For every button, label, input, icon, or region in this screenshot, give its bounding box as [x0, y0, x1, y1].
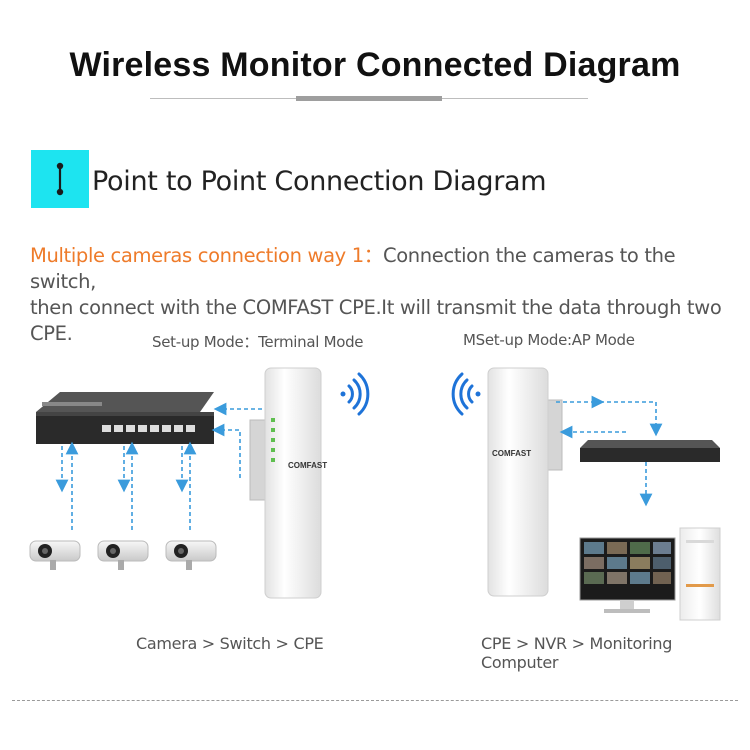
link-icon [56, 162, 64, 196]
description: Multiple cameras connection way 1：Connec… [30, 243, 742, 347]
page-title: Wireless Monitor Connected Diagram [69, 46, 681, 84]
camera-1 [29, 540, 81, 570]
wifi-icon-left [340, 372, 370, 416]
cpe-brand-left: COMFAST [288, 461, 327, 470]
nvr-device [580, 440, 720, 462]
camera-2 [97, 540, 149, 570]
network-switch [36, 392, 214, 444]
left-caption: Camera > Switch > CPE [136, 634, 324, 653]
cpe-brand-right: COMFAST [492, 449, 531, 458]
description-line1: Connection the cameras to the switch, [30, 244, 676, 293]
switch-cpe-arrows [211, 402, 262, 478]
section-title: Point to Point Connection Diagram [92, 166, 547, 197]
camera-link-arrows [55, 441, 197, 530]
description-line2: then connect with the COMFAST CPE.It wil… [30, 296, 722, 345]
monitoring-computer [579, 527, 721, 621]
nvr-link-arrows [556, 395, 663, 507]
bottom-divider [12, 700, 738, 701]
camera-3 [165, 540, 217, 570]
wifi-icon-right [451, 372, 481, 416]
left-mode-label: Set-up Mode：Terminal Mode [152, 333, 364, 351]
description-highlight: Multiple cameras connection way 1： [30, 244, 383, 267]
cpe-device-left: COMFAST [249, 367, 327, 599]
cpe-device-right: COMFAST [487, 367, 563, 597]
right-caption: CPE > NVR > Monitoring Computer [481, 634, 673, 672]
title-underline-accent [296, 96, 442, 101]
right-mode-label: MSet-up Mode:AP Mode [463, 331, 635, 349]
section-badge [31, 150, 89, 208]
